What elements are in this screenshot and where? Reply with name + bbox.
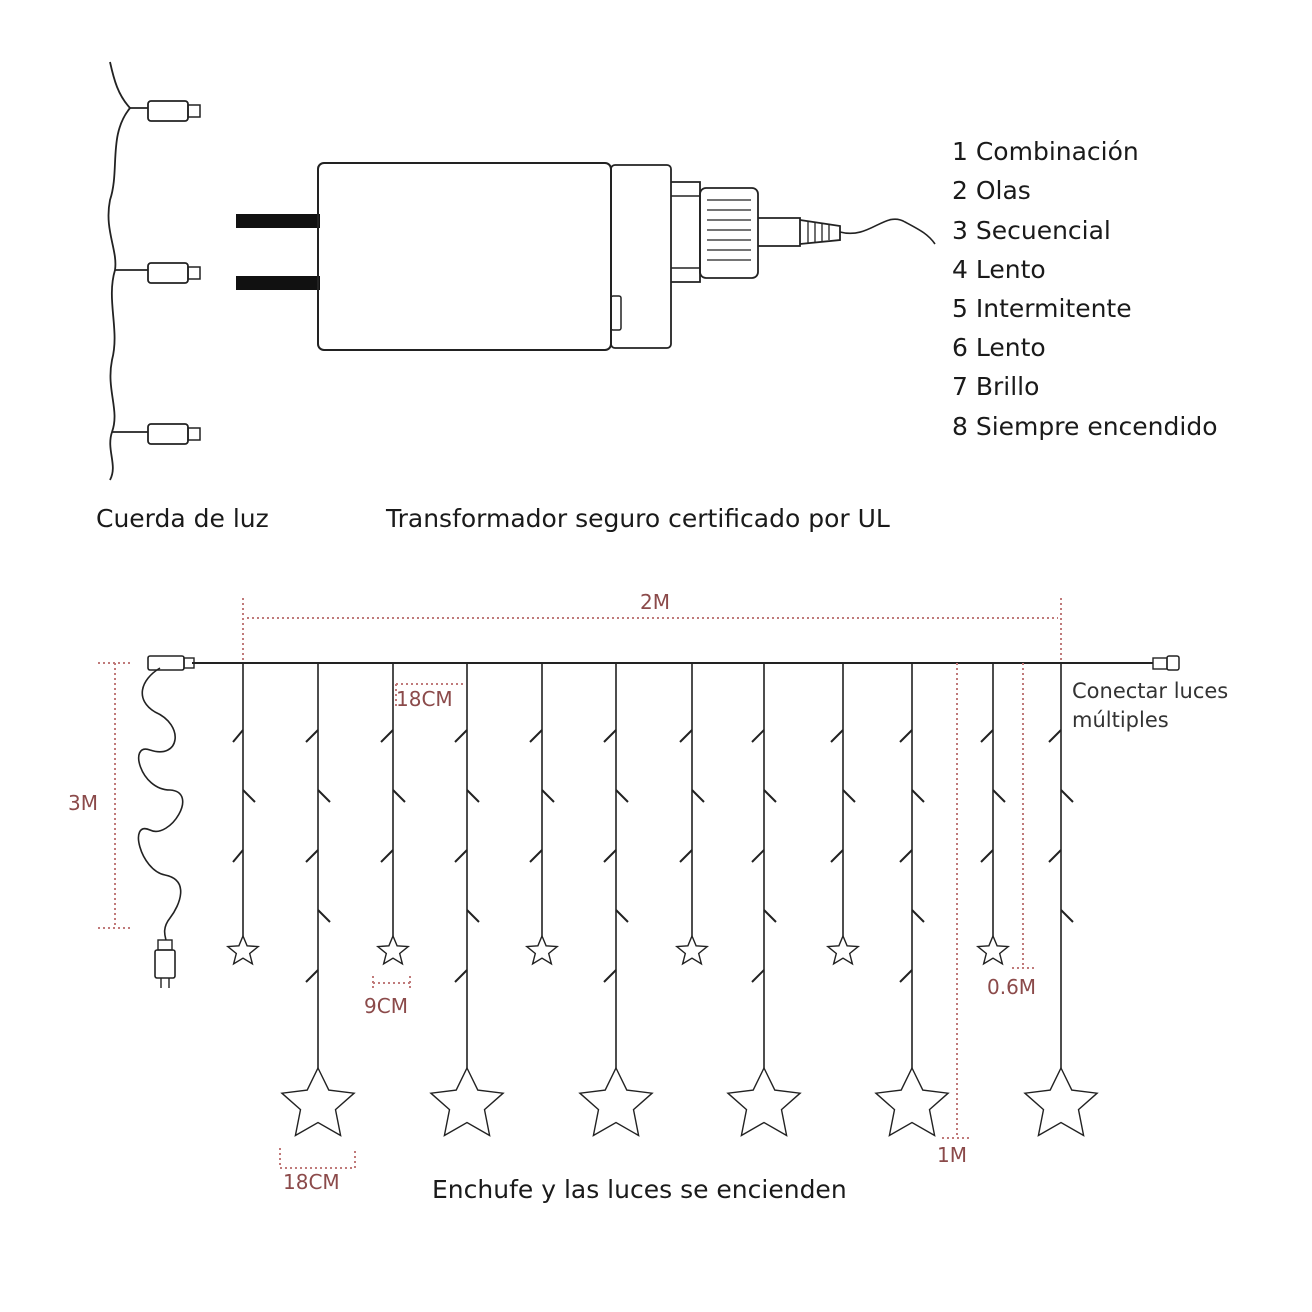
small-star-label: 9CM — [364, 994, 408, 1018]
light-string-illustration — [107, 61, 201, 481]
transformer-illustration — [236, 162, 936, 351]
width-label: 2M — [640, 590, 670, 614]
mode-item: 2 Olas — [952, 176, 1031, 205]
connector-3-icon — [147, 423, 201, 445]
small-star-dimension: 9CM — [364, 976, 411, 1018]
connect-multiple-label-line2: múltiples — [1072, 708, 1169, 732]
drop-5 — [524, 663, 560, 966]
caption: Enchufe y las luces se encienden — [432, 1175, 847, 1204]
drop-11 — [975, 663, 1011, 966]
output-connector-icon — [1152, 655, 1180, 671]
light-string-label: Cuerda de luz — [96, 504, 269, 533]
big-star-icon — [280, 1066, 356, 1137]
lead-length-label: 3M — [68, 791, 98, 815]
big-star-label: 18CM — [283, 1170, 340, 1194]
connect-multiple-label-line1: Conectar luces — [1072, 679, 1228, 703]
mode-item: 5 Intermitente — [952, 294, 1132, 323]
drop-spacing-label: 18CM — [396, 687, 453, 711]
small-star-icon — [524, 934, 560, 966]
connector-1-icon — [147, 100, 201, 122]
short-drop-dimension: 0.6M — [987, 663, 1036, 999]
drop-1 — [225, 663, 261, 966]
short-drop-label: 0.6M — [987, 975, 1036, 999]
drop-6 — [578, 663, 654, 1137]
drop-7 — [674, 663, 710, 966]
drop-spacing-dimension: 18CM — [395, 683, 464, 711]
big-star-icon — [1023, 1066, 1099, 1137]
width-dimension: 2M — [242, 590, 1062, 660]
input-plug-icon — [147, 655, 195, 671]
mode-item: 1 Combinación — [952, 137, 1139, 166]
drop-12 — [1023, 663, 1099, 1137]
drop-10 — [874, 663, 950, 1137]
drop-9 — [825, 663, 861, 966]
small-star-icon — [825, 934, 861, 966]
big-star-icon — [874, 1066, 950, 1137]
long-drop-dimension: 1M — [937, 663, 972, 1167]
long-drop-label: 1M — [937, 1143, 967, 1167]
big-star-icon — [726, 1066, 802, 1137]
transformer-label: Transformador seguro certificado por UL — [385, 504, 890, 533]
big-star-dimension: 18CM — [279, 1148, 356, 1194]
mode-item: 4 Lento — [952, 255, 1046, 284]
small-star-icon — [674, 934, 710, 966]
drop-2 — [280, 663, 356, 1137]
big-star-icon — [429, 1066, 505, 1137]
lead-cord — [137, 667, 184, 988]
small-star-icon — [975, 934, 1011, 966]
mode-item: 3 Secuencial — [952, 216, 1111, 245]
mode-item: 6 Lento — [952, 333, 1046, 362]
mode-item: 7 Brillo — [952, 372, 1039, 401]
drop-4 — [429, 663, 505, 1137]
big-star-icon — [578, 1066, 654, 1137]
drop-8 — [726, 663, 802, 1137]
small-star-icon — [375, 934, 411, 966]
drop-3 — [375, 663, 411, 966]
mode-list: 1 Combinación 2 Olas 3 Secuencial 4 Lent… — [952, 137, 1218, 441]
connector-2-icon — [147, 262, 201, 284]
small-star-icon — [225, 934, 261, 966]
mode-item: 8 Siempre encendido — [952, 412, 1218, 441]
lead-length-dimension: 3M — [68, 662, 130, 929]
